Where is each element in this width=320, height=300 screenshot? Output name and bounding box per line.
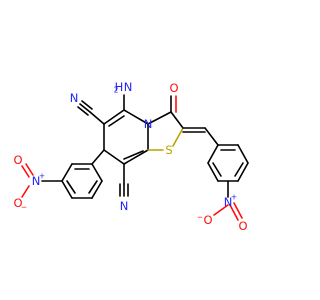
nitro-left-minus: − — [21, 203, 27, 212]
bond — [91, 149, 105, 165]
nitro-left-plus: + — [39, 172, 45, 181]
nitro-left-o2-label: O — [13, 196, 22, 210]
double-bond-inner — [123, 150, 144, 160]
bond — [207, 162, 219, 182]
bond-layer — [21, 94, 249, 221]
bond — [91, 180, 103, 199]
bond — [237, 162, 249, 182]
bond — [21, 185, 30, 198]
double-bond-inner — [108, 115, 125, 127]
bond — [89, 111, 105, 125]
bond — [21, 165, 30, 178]
nitro-left-n-label: N — [32, 174, 41, 188]
triple-bond — [79, 103, 91, 113]
carbonyl-o-label: O — [169, 81, 178, 95]
bond — [61, 163, 73, 182]
bond — [207, 144, 219, 164]
molecule-diagram: H N 2 N O S N N O N + O − N + O − O — [13, 80, 249, 233]
bond — [204, 127, 219, 146]
amine-n-label: N — [124, 80, 133, 94]
nitro-left-o1-label: O — [13, 153, 22, 167]
double-bond — [233, 202, 243, 219]
bond — [170, 111, 184, 129]
amine-subscript: 2 — [114, 86, 119, 95]
double-bond-inner — [234, 162, 244, 177]
bond — [213, 204, 229, 216]
triple-bond — [81, 100, 93, 110]
atom-label-layer: H N 2 N O S N N O N + O − N + O − O — [13, 80, 247, 233]
amine-h-label: H — [115, 80, 124, 94]
double-bond-inner — [212, 162, 222, 177]
double-bond-inner — [88, 180, 98, 194]
structure-svg: H N 2 N O S N N O N + O − N + O − O — [13, 80, 249, 233]
ring-n-label: N — [144, 117, 153, 131]
double-bond — [25, 163, 34, 176]
nitro-right-minus: − — [197, 213, 203, 222]
nitro-right-o1-label: O — [203, 213, 212, 227]
bond — [103, 109, 125, 125]
triple-bond — [77, 106, 89, 116]
nitro-right-plus: + — [231, 193, 237, 202]
double-bond-inner — [66, 180, 76, 194]
nitro-right-o2-label: O — [238, 219, 247, 233]
bond — [91, 163, 103, 182]
nitrile-bottom-n-label: N — [120, 199, 129, 213]
sulfur-label: S — [165, 143, 172, 157]
bond — [61, 180, 73, 199]
bond — [229, 204, 239, 221]
bond — [123, 109, 149, 125]
bond — [103, 149, 125, 165]
bond — [237, 144, 249, 164]
bond — [172, 127, 184, 147]
bond — [147, 111, 172, 125]
bond — [123, 149, 149, 165]
nitro-right-n-label: N — [224, 195, 233, 209]
nitrile-top-n-label: N — [70, 91, 79, 105]
